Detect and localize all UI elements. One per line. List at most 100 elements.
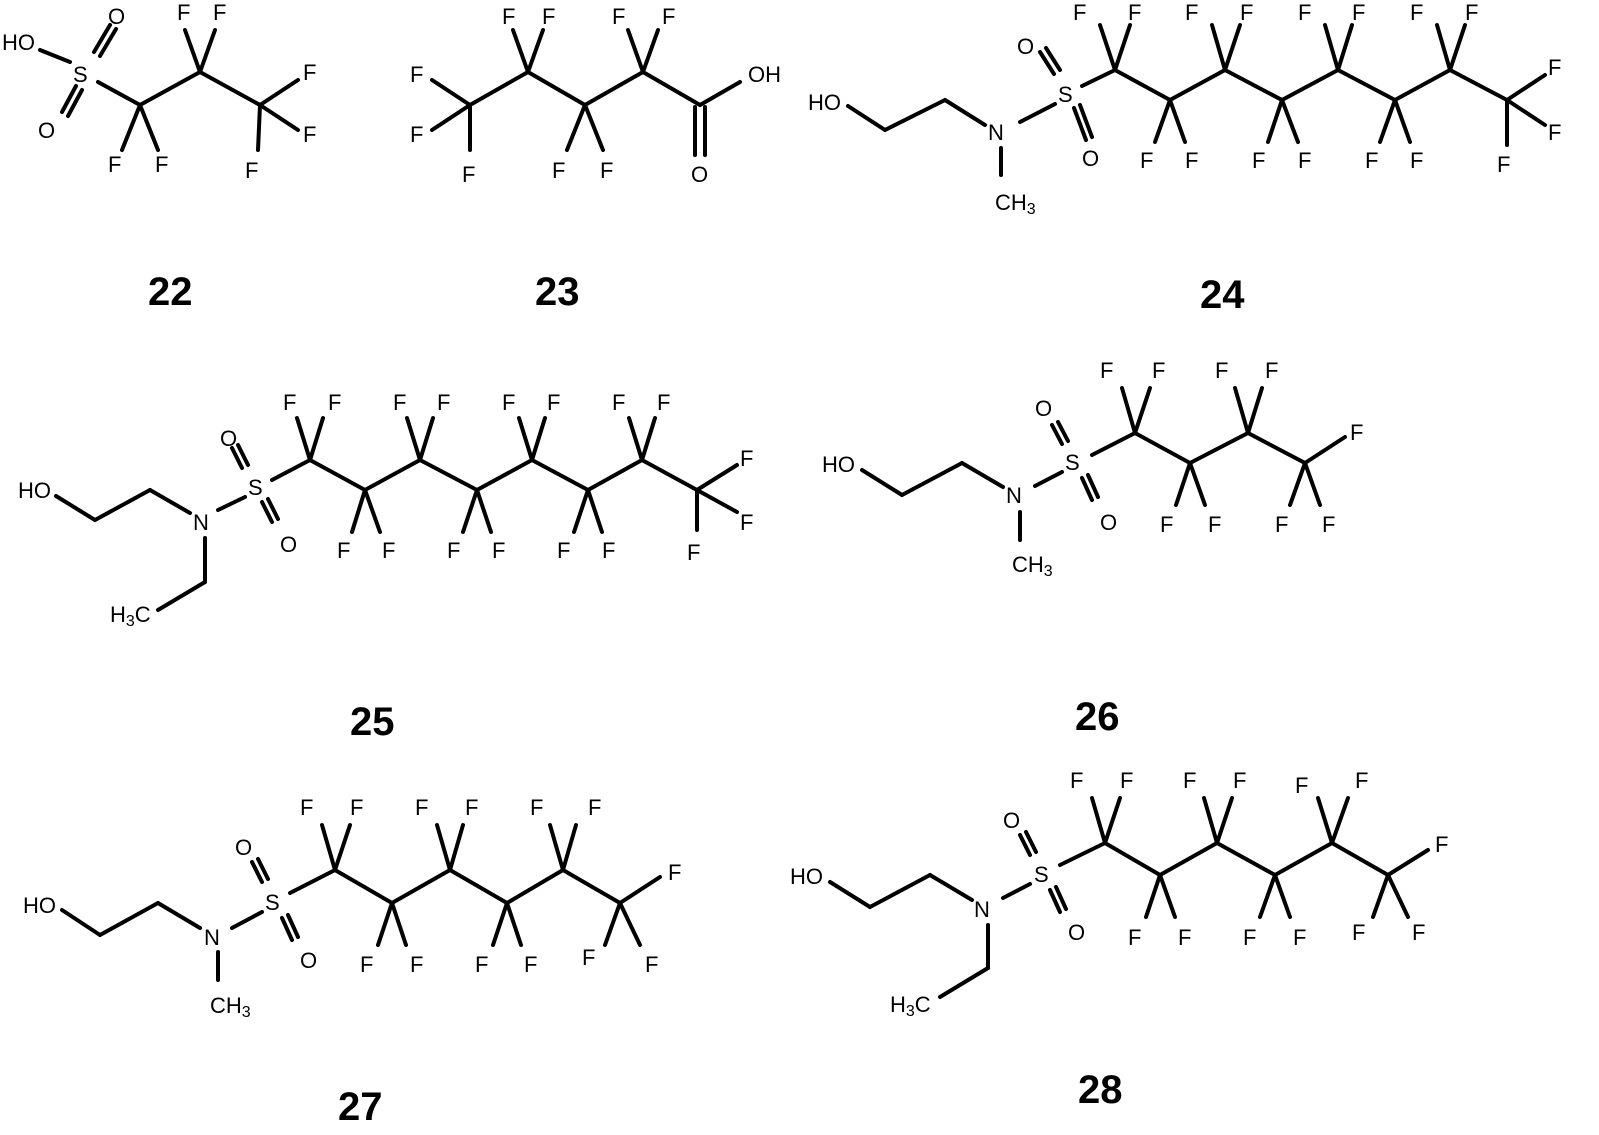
atom-label-f: F	[1185, 0, 1198, 25]
atom-label-f: F	[1465, 0, 1478, 25]
atom-label-f: F	[1548, 120, 1561, 145]
atom-label-f: F	[530, 795, 543, 820]
atom-label-f: F	[552, 158, 565, 183]
atom-label-f: F	[1073, 0, 1086, 25]
atom-label-oh: OH	[748, 62, 781, 87]
atom-label-ch3: CH3	[210, 993, 251, 1021]
atom-label-f: F	[1183, 768, 1196, 793]
atom-label-f: F	[1265, 358, 1278, 383]
atom-label-f: F	[300, 795, 313, 820]
atom-label-f: F	[645, 952, 658, 977]
atom-label-s: S	[265, 890, 280, 915]
atom-label-o: O	[300, 948, 317, 973]
atom-label-f: F	[740, 446, 753, 471]
atom-label-f: F	[740, 510, 753, 535]
structure-24: HO N S O O CH3 F F F F F F F F F F F F F…	[808, 0, 1561, 317]
atom-label-ch3: CH3	[1012, 552, 1053, 580]
atom-label-f: F	[600, 158, 613, 183]
atom-label-o: O	[38, 118, 55, 143]
atom-label-ch3: CH3	[995, 190, 1036, 218]
structure-26: HO N S O O CH3 F F F F F F F F F 26	[822, 358, 1363, 739]
atom-label-f: F	[557, 538, 570, 563]
atom-label-f: F	[1185, 148, 1198, 173]
atom-label-f: F	[1140, 148, 1153, 173]
atom-label-f: F	[283, 390, 296, 415]
atom-label-f: F	[588, 795, 601, 820]
compound-number-27: 27	[338, 1085, 383, 1129]
atom-label-o: O	[1082, 146, 1099, 171]
atom-label-o: O	[108, 4, 125, 29]
structure-23: OH O F F F F F F F F F 23	[410, 4, 781, 314]
atom-label-s: S	[1058, 82, 1073, 107]
atom-label-h3c: H3C	[890, 992, 931, 1020]
atom-label-f: F	[437, 390, 450, 415]
atom-label-f: F	[1208, 512, 1221, 537]
atom-label-f: F	[1350, 420, 1363, 445]
atom-label-o: O	[1017, 34, 1034, 59]
atom-label-f: F	[1352, 0, 1365, 25]
atom-label-f: F	[1365, 148, 1378, 173]
atom-label-o: O	[1068, 920, 1085, 945]
atom-label-o: O	[1003, 808, 1020, 833]
compound-number-26: 26	[1075, 695, 1120, 739]
atom-label-f: F	[1100, 358, 1113, 383]
atom-label-o: O	[1035, 396, 1052, 421]
atom-label-f: F	[1298, 148, 1311, 173]
atom-label-f: F	[213, 0, 226, 25]
compound-number-25: 25	[350, 700, 395, 744]
atom-label-f: F	[547, 390, 560, 415]
atom-label-n: N	[1006, 483, 1022, 508]
atom-label-f: F	[657, 390, 670, 415]
atom-label-f: F	[1355, 768, 1368, 793]
atom-label-f: F	[465, 795, 478, 820]
atom-label-f: F	[1070, 768, 1083, 793]
atom-label-ho: HO	[2, 30, 35, 55]
atom-label-f: F	[1410, 0, 1423, 25]
atom-label-f: F	[360, 952, 373, 977]
atom-label-n: N	[193, 510, 209, 535]
atom-label-f: F	[1128, 0, 1141, 25]
atom-label-f: F	[1435, 832, 1448, 857]
atom-label-n: N	[988, 120, 1004, 145]
atom-label-ho: HO	[808, 90, 841, 115]
structure-27: HO N S O O CH3 F F F F F F F F F F F F F…	[23, 795, 681, 1129]
atom-label-f: F	[337, 538, 350, 563]
atom-label-ho: HO	[822, 452, 855, 477]
atom-label-f: F	[1152, 358, 1165, 383]
atom-label-f: F	[382, 538, 395, 563]
atom-label-ho: HO	[23, 893, 56, 918]
atom-label-f: F	[542, 4, 555, 29]
atom-label-h3c: H3C	[110, 602, 151, 630]
atom-label-f: F	[1295, 773, 1308, 798]
atom-label-f: F	[662, 4, 675, 29]
atom-label-f: F	[1293, 925, 1306, 950]
atom-label-f: F	[410, 952, 423, 977]
atom-label-f: F	[415, 795, 428, 820]
atom-label-f: F	[687, 540, 700, 565]
atom-label-f: F	[328, 390, 341, 415]
atom-label-f: F	[1352, 920, 1365, 945]
atom-label-f: F	[303, 60, 316, 85]
atom-label-ho: HO	[790, 864, 823, 889]
compound-number-23: 23	[535, 270, 580, 314]
atom-label-ho: HO	[18, 478, 51, 503]
atom-label-n: N	[204, 925, 220, 950]
atom-label-f: F	[462, 162, 475, 187]
atom-label-f: F	[1412, 920, 1425, 945]
atom-label-f: F	[303, 122, 316, 147]
structure-25: HO N S O O H3C F F F F F F F F F F F F F…	[18, 390, 753, 744]
atom-label-f: F	[108, 152, 121, 177]
atom-label-n: N	[974, 897, 990, 922]
atom-label-f: F	[177, 0, 190, 25]
atom-label-f: F	[612, 390, 625, 415]
atom-label-o: O	[235, 835, 252, 860]
atom-label-f: F	[1497, 152, 1510, 177]
atom-label-f: F	[1548, 55, 1561, 80]
atom-label-f: F	[602, 538, 615, 563]
atom-label-s: S	[1034, 862, 1049, 887]
atom-label-f: F	[668, 860, 681, 885]
atom-label-f: F	[1215, 358, 1228, 383]
compound-number-28: 28	[1078, 1068, 1123, 1112]
atom-label-f: F	[1252, 148, 1265, 173]
